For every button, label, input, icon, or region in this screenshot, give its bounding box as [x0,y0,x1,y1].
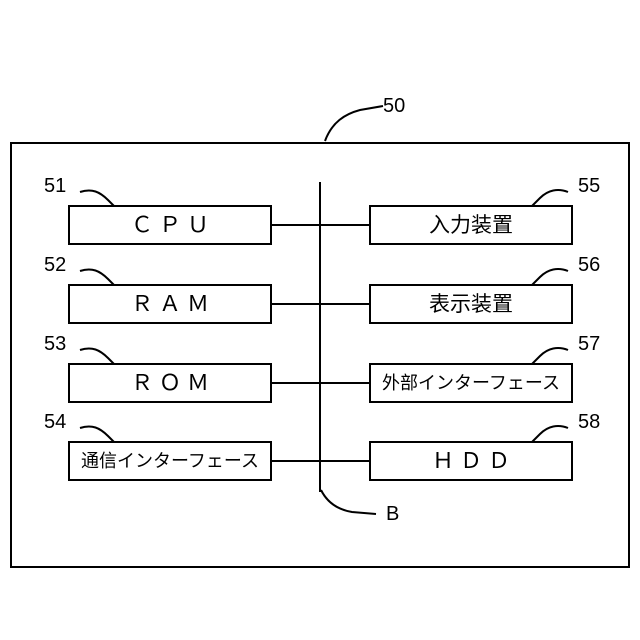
ref-57: 57 [578,333,601,355]
leader-57 [529,347,569,367]
device-frame-rect [10,142,630,568]
ref-50: 50 [383,95,406,117]
block-cpu: ＣＰＵ [68,205,272,245]
ref-56: 56 [578,254,601,276]
block-hdd: ＨＤＤ [369,441,573,481]
block-display-device-label: 表示装置 [429,292,513,316]
ref-55: 55 [578,175,601,197]
ref-58: 58 [578,411,601,433]
block-rom-label: ＲＯＭ [130,370,215,395]
block-cpu-label: ＣＰＵ [130,212,215,237]
leader-53 [79,347,117,367]
leader-55 [529,189,569,209]
ref-54: 54 [44,411,67,433]
block-input-device: 入力装置 [369,205,573,245]
block-hdd-label: ＨＤＤ [431,448,516,473]
leader-50 [324,105,384,142]
ref-53: 53 [44,333,67,355]
block-external-interface-label: 外部インターフェース [381,373,561,393]
block-ram: ＲＡＭ [68,284,272,324]
block-comm-if-label: 通信インターフェース [80,451,260,471]
ref-51: 51 [44,175,67,197]
block-external-interface: 外部インターフェース [369,363,573,403]
leader-51 [79,189,117,209]
ref-bus-B: B [386,503,400,525]
block-display-device: 表示装置 [369,284,573,324]
ref-52: 52 [44,254,67,276]
leader-56 [529,268,569,288]
leader-52 [79,268,117,288]
block-ram-label: ＲＡＭ [130,291,215,316]
leader-58 [529,425,569,445]
block-rom: ＲＯＭ [68,363,272,403]
leader-54 [79,425,117,445]
block-comm-if: 通信インターフェース [68,441,272,481]
block-input-device-label: 入力装置 [429,213,513,237]
leader-B [320,489,377,515]
